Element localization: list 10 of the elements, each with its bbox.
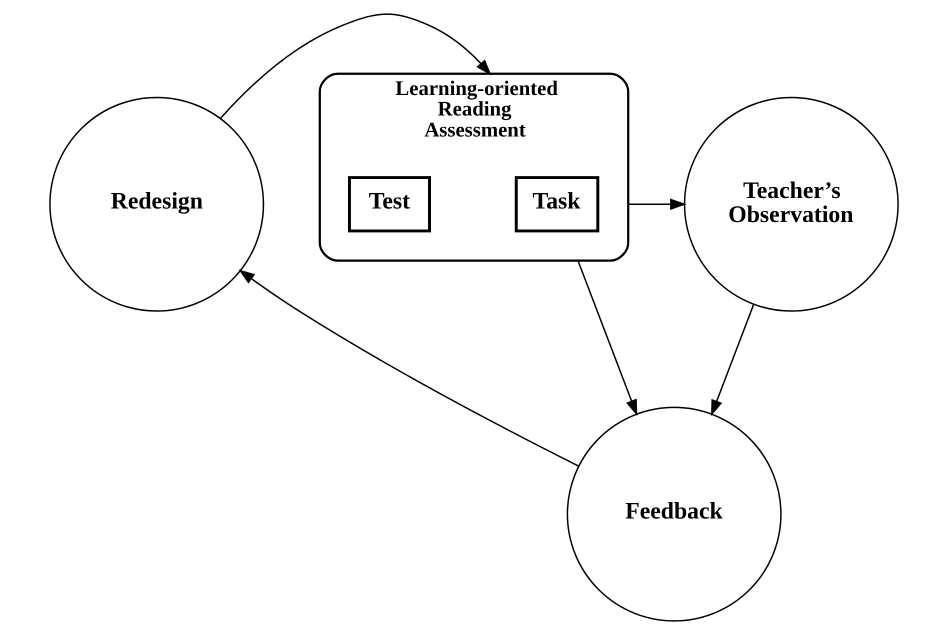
arrow bbox=[219, 14, 491, 119]
arrow bbox=[238, 269, 579, 467]
node-box: Test bbox=[347, 176, 430, 232]
arrow bbox=[628, 198, 686, 210]
node-circle: Feedback bbox=[566, 406, 782, 622]
arrow bbox=[710, 304, 754, 416]
arrow bbox=[576, 260, 637, 416]
node-circle: Teacher’s Observation bbox=[683, 96, 898, 312]
node-box: Task bbox=[514, 176, 599, 232]
node-circle: Redesign bbox=[48, 96, 264, 312]
